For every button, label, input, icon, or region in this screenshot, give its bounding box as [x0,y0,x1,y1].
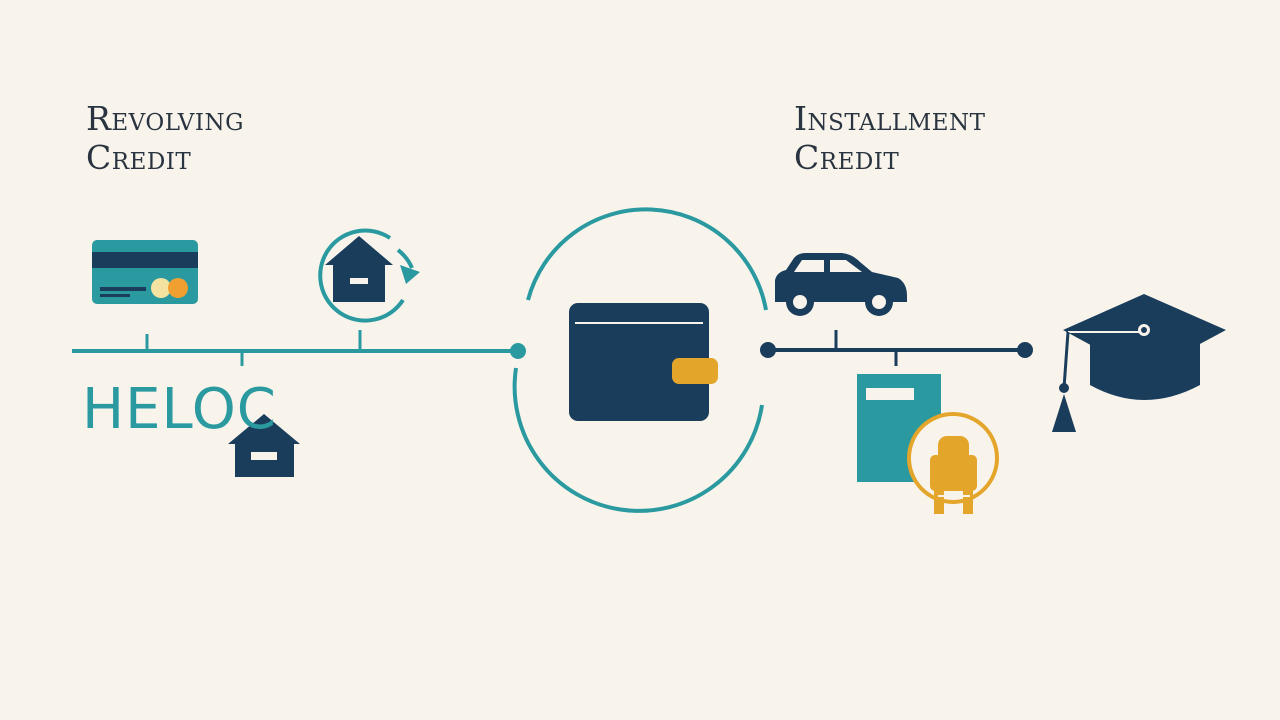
installment-heading-line1: Installment [794,99,986,138]
home-refresh-icon [318,228,420,323]
badge-icon [907,412,999,514]
installment-heading-line2: Credit [794,138,900,177]
house-icon [228,414,300,477]
credit-card-icon [92,240,198,304]
graduation-cap-icon [1052,294,1226,432]
center-circle [512,207,768,513]
revolving-credit-heading: Revolving Credit [86,99,244,177]
car-icon [775,253,907,316]
installment-credit-heading: Installment Credit [794,99,985,177]
heloc-label: HELOC [82,377,277,442]
revolving-heading-line1: Revolving [86,99,244,138]
revolving-timeline [72,330,526,366]
wallet-icon [569,303,718,421]
installment-timeline [760,330,1033,366]
revolving-heading-line2: Credit [86,138,192,177]
